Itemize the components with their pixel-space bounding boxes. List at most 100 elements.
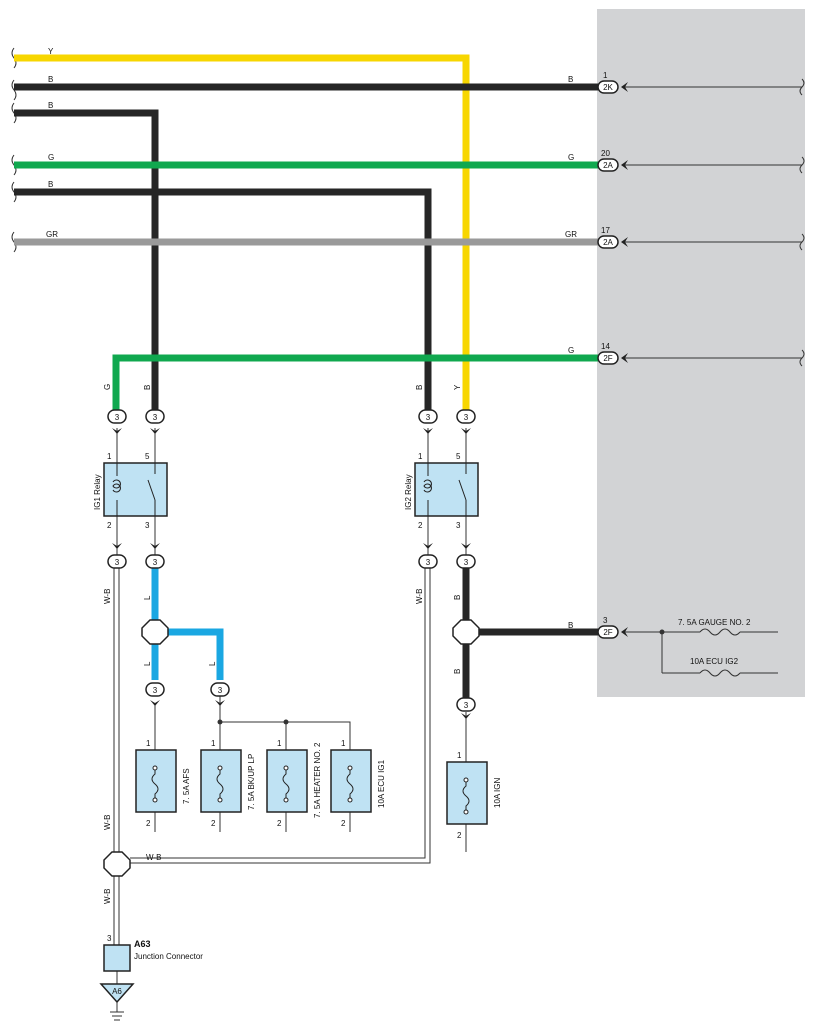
svg-text:B: B — [48, 180, 53, 189]
ground-symbol — [99, 983, 135, 1004]
junction-connector — [103, 944, 131, 972]
svg-text:W-B: W-B — [103, 815, 112, 830]
pin-arrows — [112, 428, 471, 719]
wire-g-2f — [112, 354, 598, 410]
svg-text:1: 1 — [146, 739, 151, 748]
svg-text:W-B: W-B — [103, 889, 112, 904]
ig2-relay — [414, 462, 479, 517]
svg-text:2: 2 — [277, 819, 282, 828]
wire-wb — [113, 566, 431, 945]
connector-2f-g: 2F — [603, 354, 612, 363]
wire-labels: Y B B B G G B GR GR G B W-B — [46, 47, 577, 862]
svg-text:L: L — [143, 595, 152, 600]
fuse-pin-numbers: 1 2 1 2 1 2 1 2 1 2 — [146, 739, 462, 840]
svg-text:L: L — [208, 661, 217, 666]
splice-junctions — [103, 619, 480, 877]
ig1-relay — [103, 462, 168, 517]
svg-text:1: 1 — [341, 739, 346, 748]
pin-number-20: 20 — [601, 149, 610, 158]
pin-3-labels: 3 3 3 3 3 3 3 3 3 3 3 — [115, 413, 469, 710]
junction-id: A63 — [134, 939, 151, 949]
svg-text:G: G — [48, 153, 54, 162]
svg-text:3: 3 — [153, 558, 158, 567]
svg-text:1: 1 — [211, 739, 216, 748]
svg-text:2: 2 — [418, 521, 423, 530]
connector-pins-top — [107, 409, 476, 712]
relay-pin-numbers: 1 5 2 3 1 5 2 3 — [107, 452, 461, 530]
svg-text:3: 3 — [464, 413, 469, 422]
svg-text:G: G — [568, 153, 574, 162]
fuse-elements — [151, 768, 470, 812]
pin-number-1: 1 — [603, 71, 608, 80]
ig2-relay-label: IG2 Relay — [404, 474, 413, 510]
connector-2a-gr: 2A — [603, 238, 613, 247]
svg-text:5: 5 — [145, 452, 150, 461]
svg-text:1: 1 — [107, 452, 112, 461]
svg-text:3: 3 — [153, 413, 158, 422]
svg-text:5: 5 — [456, 452, 461, 461]
connector-2f-b: 2F — [603, 628, 612, 637]
svg-text:G: G — [568, 346, 574, 355]
junction-block-panel — [597, 9, 805, 697]
connector-2a-g: 2A — [603, 161, 613, 170]
svg-text:3: 3 — [456, 521, 461, 530]
svg-text:1: 1 — [418, 452, 423, 461]
svg-text:L: L — [143, 661, 152, 666]
svg-text:3: 3 — [426, 413, 431, 422]
ig1-relay-label: IG1 Relay — [93, 474, 102, 510]
wire-b-ig1 — [14, 109, 159, 410]
svg-text:3: 3 — [218, 686, 223, 695]
svg-text:Y: Y — [48, 47, 54, 56]
pin-number-17: 17 — [601, 226, 610, 235]
svg-text:3: 3 — [426, 558, 431, 567]
fuse-feed-lines — [110, 428, 467, 1021]
wire-break-marks — [11, 47, 17, 253]
fuse-ign-label: 10A IGN — [493, 778, 502, 808]
pin-number-14: 14 — [601, 342, 610, 351]
svg-text:1: 1 — [277, 739, 282, 748]
splice-dot — [659, 629, 665, 635]
svg-text:W-B: W-B — [146, 853, 161, 862]
vertical-wire-labels: G B B Y W-B W-B L L L B B W-B W-B — [103, 384, 462, 904]
svg-text:GR: GR — [46, 230, 58, 239]
svg-text:G: G — [103, 384, 112, 390]
svg-text:W-B: W-B — [415, 589, 424, 604]
fuse-terminals — [152, 765, 469, 815]
fuse-boxes — [135, 749, 488, 825]
svg-text:2: 2 — [457, 831, 462, 840]
svg-text:2: 2 — [146, 819, 151, 828]
svg-text:GR: GR — [565, 230, 577, 239]
panel-connectors — [597, 80, 619, 639]
svg-text:B: B — [48, 75, 53, 84]
svg-text:B: B — [415, 385, 424, 390]
svg-text:W-B: W-B — [103, 589, 112, 604]
svg-text:2: 2 — [211, 819, 216, 828]
svg-text:B: B — [568, 621, 573, 630]
svg-text:B: B — [453, 669, 462, 674]
panel-internal-lines — [624, 78, 805, 677]
wire-b-ign — [462, 566, 598, 698]
svg-text:B: B — [143, 385, 152, 390]
junction-pin-number: 3 — [107, 934, 112, 943]
svg-text:3: 3 — [464, 701, 469, 710]
junction-name: Junction Connector — [134, 952, 203, 961]
svg-text:3: 3 — [145, 521, 150, 530]
svg-text:B: B — [48, 101, 53, 110]
svg-text:1: 1 — [457, 751, 462, 760]
fuse-gauge-label: 7. 5A GAUGE NO. 2 — [678, 618, 751, 627]
fuse-bkup-label: 7. 5A BK/UP LP — [247, 754, 256, 810]
svg-text:2: 2 — [341, 819, 346, 828]
wire-y — [14, 54, 470, 410]
svg-text:3: 3 — [115, 558, 120, 567]
fuse-ecu-ig1-label: 10A ECU IG1 — [377, 759, 386, 808]
panel-connector-arrows — [621, 82, 628, 637]
svg-text:B: B — [568, 75, 573, 84]
pin-number-3: 3 — [603, 616, 608, 625]
svg-text:B: B — [453, 595, 462, 600]
fuse-heater-label: 7. 5A HEATER NO. 2 — [313, 742, 322, 818]
svg-text:3: 3 — [464, 558, 469, 567]
fuse-ecu-ig2-label: 10A ECU IG2 — [690, 657, 739, 666]
svg-text:2: 2 — [107, 521, 112, 530]
svg-text:Y: Y — [453, 384, 462, 390]
connector-2k: 2K — [603, 83, 613, 92]
